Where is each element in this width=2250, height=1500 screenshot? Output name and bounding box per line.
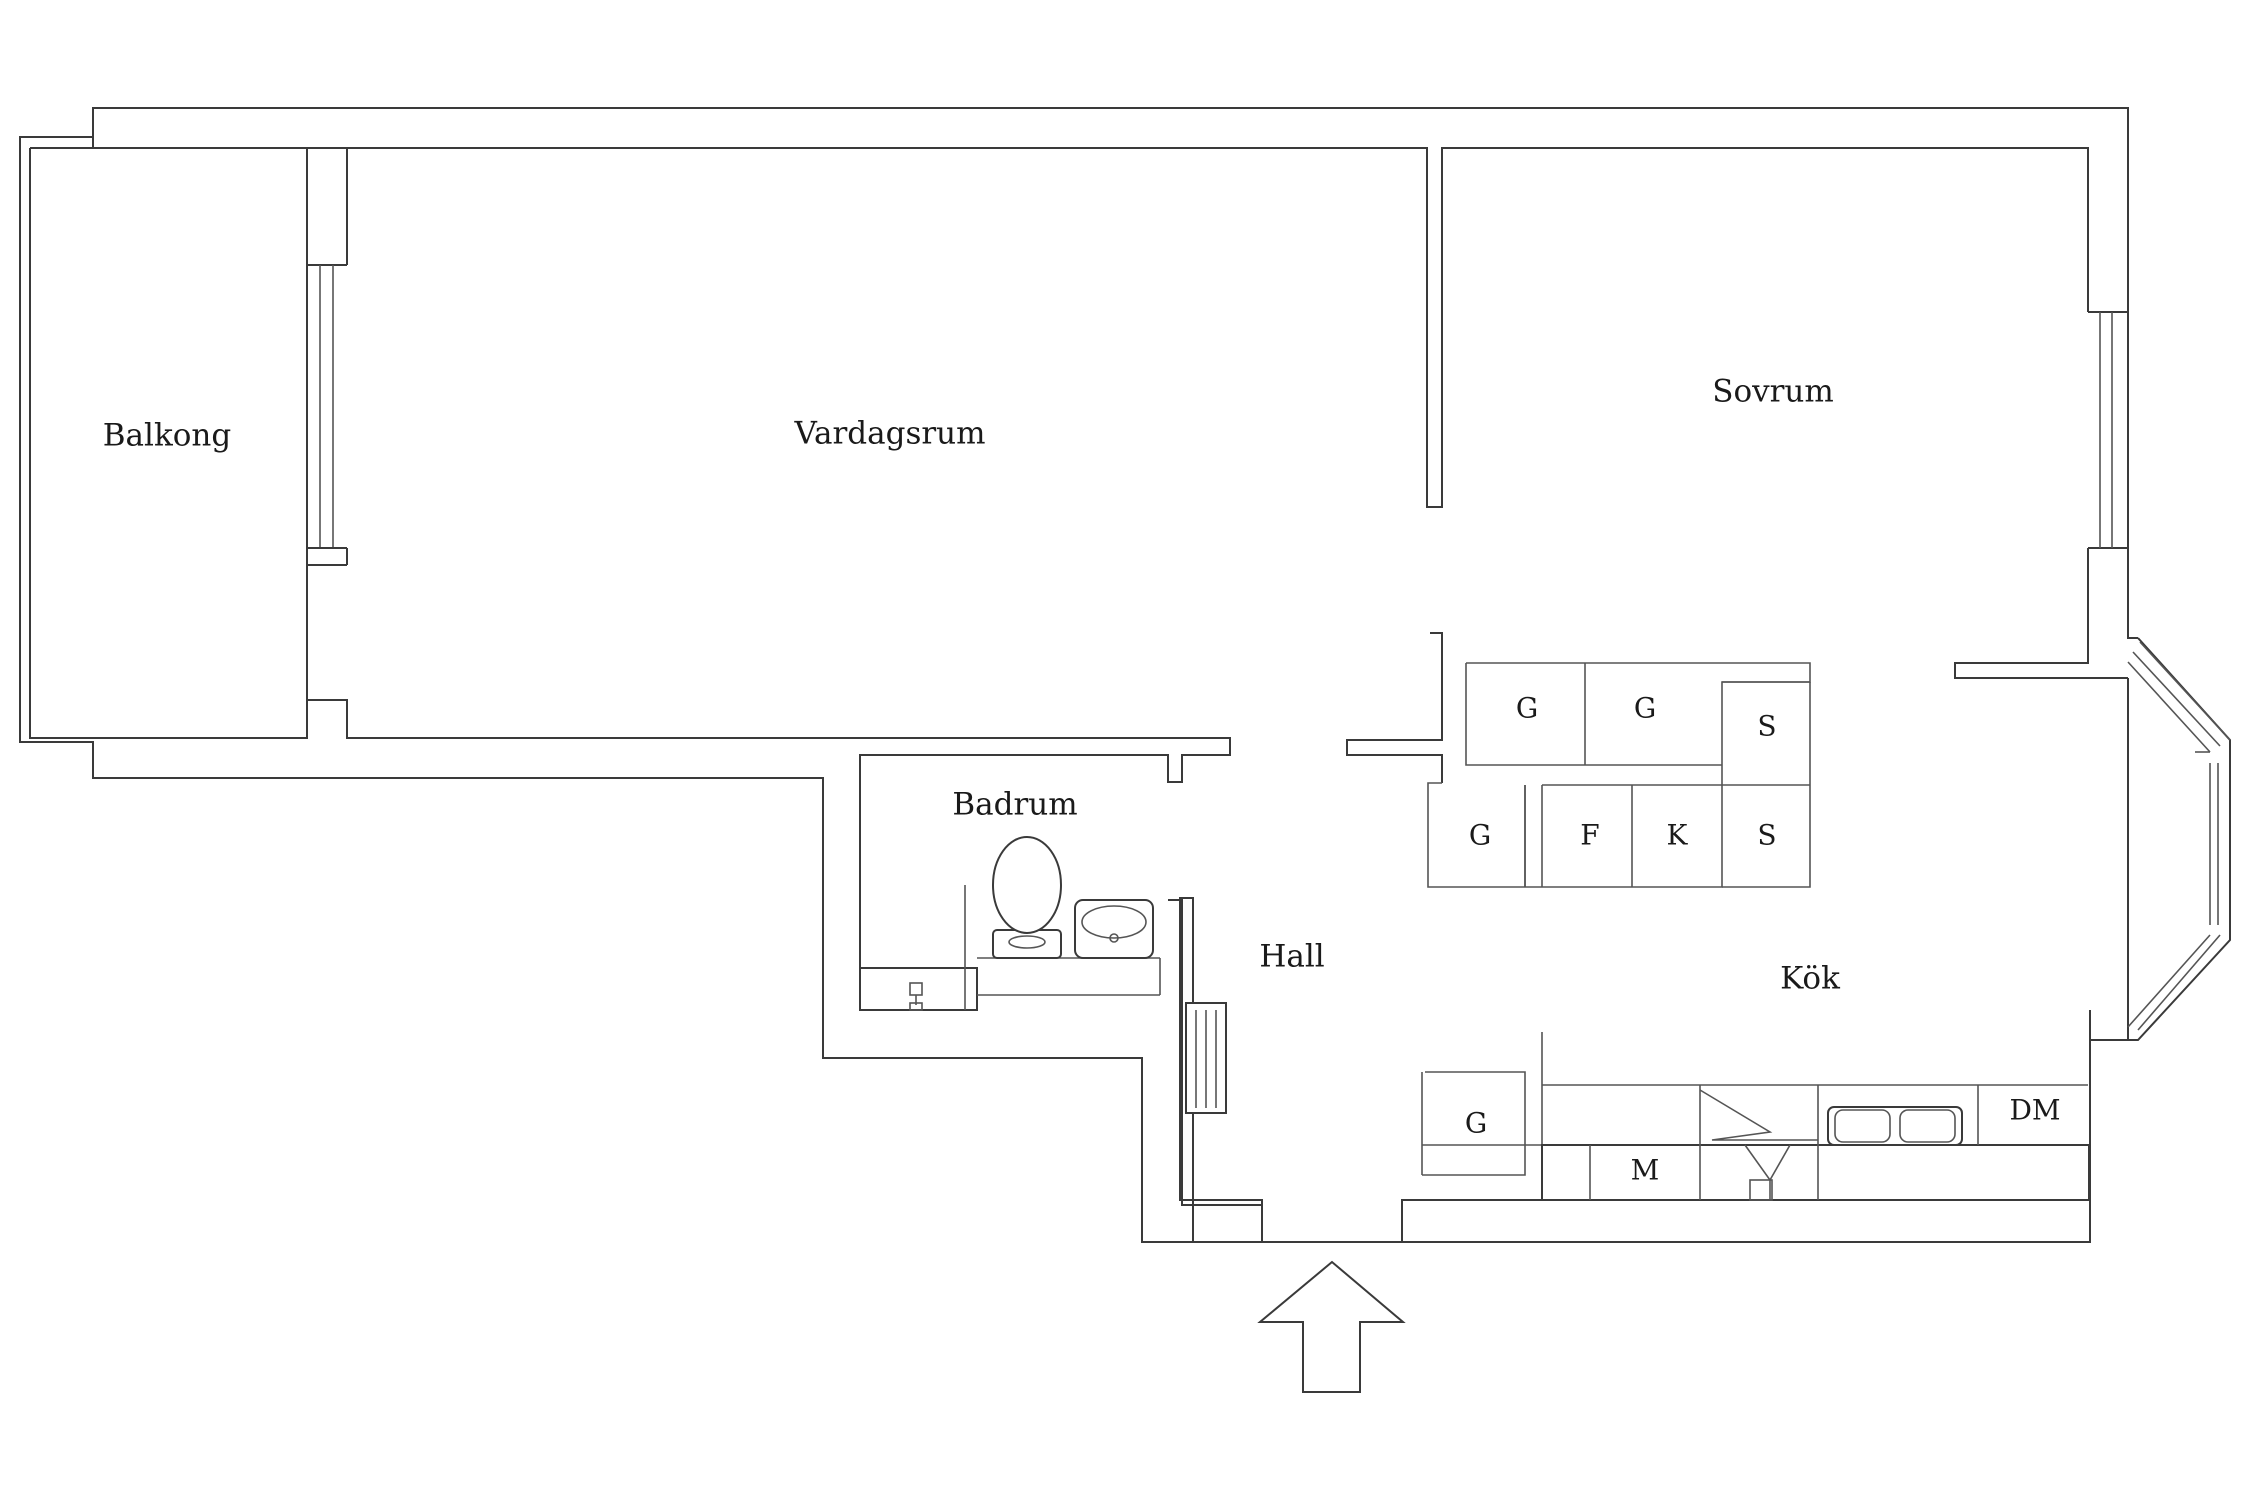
kitchen-counter [1422, 1032, 2090, 1201]
hall-radiator [1185, 1002, 1227, 1114]
appliance-label-g: G [1634, 692, 1656, 725]
balkong-area [29, 147, 1231, 1011]
outer-walls [19, 107, 2231, 1243]
appliance-label-g: G [1516, 692, 1538, 725]
appliance-label-g: G [1465, 1107, 1487, 1140]
appliance-label-dm: DM [2009, 1094, 2060, 1127]
room-label-balkong: Balkong [103, 418, 231, 454]
badrum-walls [859, 755, 1262, 1206]
room-label-kok: Kök [1780, 961, 1840, 997]
room-label-hall: Hall [1259, 939, 1324, 975]
bay-window [2127, 641, 2231, 1031]
sink-icon [1074, 899, 1154, 959]
sovrum-window [2088, 311, 2128, 549]
appliance-label-g: G [1469, 819, 1491, 852]
room-label-sovrum: Sovrum [1712, 374, 1834, 410]
appliance-label-m: M [1631, 1154, 1660, 1187]
room-label-badrum: Badrum [952, 787, 1077, 823]
appliance-label-s: S [1757, 819, 1776, 852]
appliance-label-s: S [1757, 710, 1776, 743]
toilet-icon [992, 836, 1062, 959]
floor-drain-icon [909, 982, 923, 1011]
kitchen-upper-walls [1346, 632, 1811, 888]
room-label-vardagsrum: Vardagsrum [793, 416, 985, 452]
appliance-label-f: F [1580, 819, 1599, 852]
appliance-label-k: K [1667, 819, 1689, 852]
entrance-arrow-icon [1257, 1260, 1406, 1393]
